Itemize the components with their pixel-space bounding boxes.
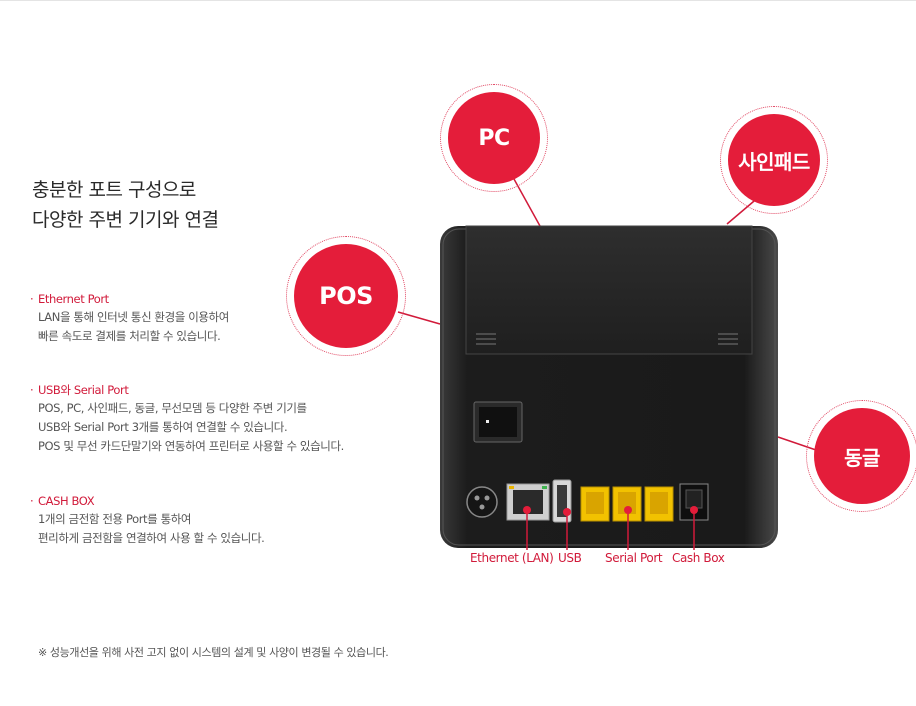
footnote: ※ 성능개선을 위해 사전 고지 없이 시스템의 설계 및 사양이 변경될 수 … (38, 646, 389, 659)
feature-title: CASH BOX (38, 494, 95, 508)
serial-port-label: Serial Port (605, 551, 663, 565)
power-jack (466, 486, 498, 518)
feature-text: 편리하게 금전함을 연결하여 사용 할 수 있습니다. (38, 531, 265, 545)
pos-connector-line (397, 311, 441, 325)
pc-label: PC (448, 92, 540, 184)
headline-line-2: 다양한 주변 기기와 연결 (32, 209, 219, 231)
feature-text: POS 및 무선 카드단말기와 연동하여 프린터로 사용할 수 있습니다. (38, 439, 344, 453)
headline-line-1: 충분한 포트 구성으로 (32, 179, 196, 201)
pc-bubble: PC (440, 84, 548, 192)
port-pointers (526, 511, 695, 550)
feature-title: USB와 Serial Port (38, 383, 129, 397)
power-jack-pin (484, 495, 490, 501)
feature-text: USB와 Serial Port 3개를 통하여 연결할 수 있습니다. (38, 420, 288, 434)
ethernet-led (542, 486, 547, 489)
feature-ethernet: · Ethernet Port LAN을 통해 인터넷 통신 환경을 이용하여 빠… (30, 290, 229, 346)
cash-box-port-socket (685, 489, 703, 509)
feature-text: POS, PC, 사인패드, 동글, 무선모뎀 등 다양한 주변 기기를 (38, 401, 307, 415)
signpad-bubble: 사인패드 (720, 106, 828, 214)
feature-title: Ethernet Port (38, 292, 109, 306)
pos-label: POS (294, 244, 398, 348)
power-switch-indicator (486, 420, 489, 423)
feature-text: LAN을 통해 인터넷 통신 환경을 이용하여 (38, 310, 229, 324)
signpad-label: 사인패드 (728, 114, 820, 206)
serial-marker-dot (624, 506, 632, 514)
usb-marker-dot (563, 508, 571, 516)
printer-lid (465, 225, 753, 355)
ethernet-port-label: Ethernet (LAN) (470, 551, 554, 565)
power-switch-rocker (479, 407, 517, 437)
serial-port-socket (650, 492, 668, 514)
feature-usb-serial: · USB와 Serial Port POS, PC, 사인패드, 동글, 무선모… (30, 381, 344, 456)
top-divider (0, 0, 916, 1)
ethernet-led (509, 486, 514, 489)
bullet-icon: · (30, 383, 34, 397)
serial-ports (580, 486, 674, 522)
bullet-icon: · (30, 494, 34, 508)
pos-bubble: POS (286, 236, 406, 356)
feature-cash-box: · CASH BOX 1개의 금전함 전용 Port를 통하여 편리하게 금전함을… (30, 492, 265, 548)
lid-vent-left (476, 333, 496, 345)
power-jack-pin (474, 495, 480, 501)
usb-port-label: USB (558, 551, 582, 565)
feature-text: 1개의 금전함 전용 Port를 통하여 (38, 512, 192, 526)
usb-port-socket (557, 485, 567, 517)
cash-box-marker-dot (690, 506, 698, 514)
dongle-label: 동글 (814, 408, 910, 504)
power-jack-pin (479, 504, 485, 510)
ethernet-marker-dot (523, 506, 531, 514)
feature-text: 빠른 속도로 결제를 처리할 수 있습니다. (38, 329, 221, 343)
headline: 충분한 포트 구성으로 다양한 주변 기기와 연결 (32, 175, 219, 235)
bullet-icon: · (30, 292, 34, 306)
serial-port-socket (586, 492, 604, 514)
cash-box-port-label: Cash Box (672, 551, 725, 565)
lid-vent-right (718, 333, 738, 345)
dongle-bubble: 동글 (806, 400, 916, 512)
